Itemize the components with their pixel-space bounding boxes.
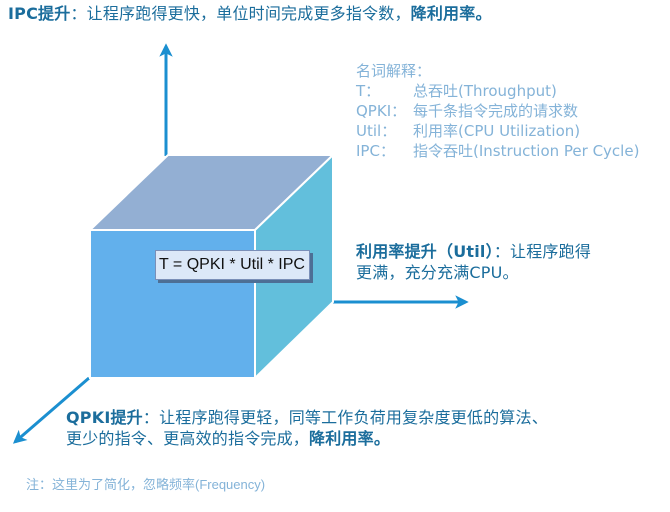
glossary-definition: 利用率(CPU Utilization) <box>413 122 581 140</box>
qpki-improvement-description: QPKI提升：让程序跑得更轻，同等工作负荷用复杂度更低的算法、 更少的指令、更高… <box>66 407 548 449</box>
glossary-entry: IPC： 指令吞吐(Instruction Per Cycle) <box>356 141 639 161</box>
qpki-line-1: QPKI提升：让程序跑得更轻，同等工作负荷用复杂度更低的算法、 <box>66 407 548 428</box>
qpki-axis-arrow <box>12 376 90 444</box>
glossary-term: T： <box>356 82 381 100</box>
glossary-entry: QPKI： 每千条指令完成的请求数 <box>356 101 639 121</box>
util-improvement-text: ：让程序跑得 <box>493 242 592 261</box>
glossary-definition: 每千条指令完成的请求数 <box>413 102 579 120</box>
qpki-line-2-text: 更少的指令、更高效的指令完成， <box>66 429 310 448</box>
qpki-improvement-label: QPKI提升 <box>66 408 143 427</box>
glossary: 名词解释： T： 总吞吐(Throughput) QPKI： 每千条指令完成的请… <box>356 61 639 161</box>
footnote: 注：这里为了简化，忽略频率(Frequency) <box>26 477 266 492</box>
qpki-improvement-emphasis: 降利用率。 <box>309 429 391 448</box>
util-line-2: 更满，充分充满CPU。 <box>356 263 519 282</box>
formula-box: T = QPKI * Util * IPC <box>155 250 310 280</box>
ipc-improvement-headline: IPC提升：让程序跑得更快，单位时间完成更多指令数，降利用率。 <box>8 3 492 24</box>
util-improvement-description: 利用率提升（Util）：让程序跑得 更满，充分充满CPU。 <box>356 241 591 283</box>
ipc-improvement-emphasis: 降利用率。 <box>410 4 492 23</box>
ipc-improvement-label: IPC提升 <box>8 4 71 23</box>
glossary-term: QPKI： <box>356 102 407 120</box>
glossary-entry: T： 总吞吐(Throughput) <box>356 81 639 101</box>
glossary-definition: 指令吞吐(Instruction Per Cycle) <box>413 142 640 160</box>
qpki-improvement-text: ：让程序跑得更轻，同等工作负荷用复杂度更低的算法、 <box>142 408 548 427</box>
util-improvement-label: 利用率提升（Util） <box>356 242 494 261</box>
glossary-definition: 总吞吐(Throughput) <box>413 82 557 100</box>
glossary-entry: Util： 利用率(CPU Utilization) <box>356 121 639 141</box>
qpki-line-2: 更少的指令、更高效的指令完成，降利用率。 <box>66 428 548 449</box>
glossary-title: 名词解释： <box>356 62 432 80</box>
glossary-term: Util： <box>356 122 397 140</box>
glossary-term: IPC： <box>356 142 395 160</box>
ipc-improvement-text: ：让程序跑得更快，单位时间完成更多指令数， <box>70 4 411 23</box>
util-line-1: 利用率提升（Util）：让程序跑得 <box>356 241 591 262</box>
